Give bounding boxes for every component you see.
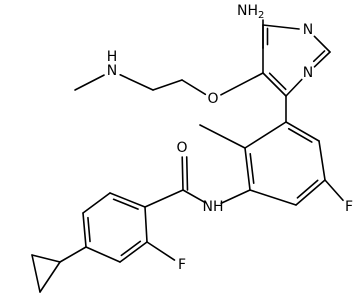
bond-Cb-N2: [119, 73, 154, 91]
fluoro-right-label: F: [345, 199, 353, 215]
amine-n-label: N: [107, 63, 117, 79]
amide-nh-label: NH: [203, 199, 224, 215]
ether-o-label: O: [207, 91, 218, 107]
bond-pyC4-pyC5: [262, 72, 287, 97]
amino-n: NH: [237, 3, 258, 19]
bond-Namide-Cc: [182, 189, 206, 204]
bond-r2-r3: [318, 140, 326, 181]
double-bond-pyC4-pyC5: [268, 72, 287, 91]
bond-N2-Me1: [74, 74, 105, 91]
bond-r6-r1: [244, 121, 287, 149]
bond-b5-b6: [119, 241, 148, 263]
double-bond-r3-r4: [296, 179, 319, 199]
bond-cp3-cp1: [39, 261, 61, 293]
carbonyl-o-label: O: [176, 140, 187, 156]
double-bond-Cc-Oc: [185, 156, 189, 191]
bond-r3-r4: [295, 179, 326, 206]
amine-h-label: H: [107, 49, 118, 65]
pyrimidine-n1-label: N: [303, 22, 313, 38]
bond-pyC5-O1: [220, 72, 264, 96]
amino-subscript: 2: [258, 10, 264, 21]
bond-r3-Fr: [324, 179, 344, 202]
bond-r1-r2: [285, 121, 320, 142]
pyrimidine-n3-label: N: [303, 65, 313, 81]
amino-label: NH2: [237, 3, 264, 21]
double-bond-b3-b4: [87, 216, 91, 243]
bond-b6-b1: [144, 206, 148, 243]
bond-b3-b4: [82, 212, 87, 248]
bond-pyN1-pyB: [313, 35, 331, 53]
bond-b6-Fl: [146, 241, 176, 261]
bond-b2-b3: [82, 192, 111, 214]
bond-pyN3-pyC4: [285, 78, 303, 97]
bonds: [31, 19, 344, 293]
bond-pyA-pyN1: [262, 24, 300, 30]
double-bond-b1-b2: [112, 198, 139, 210]
bond-Ca-Cb: [152, 79, 183, 91]
bond-b4-b5: [85, 246, 121, 263]
bond-r6-Me2: [199, 124, 246, 149]
fluoro-lower-label: F: [178, 257, 186, 273]
bond-Cc-b1: [144, 189, 184, 208]
bond-r5-r6: [244, 147, 251, 191]
double-bond-r1-r2: [287, 127, 313, 143]
bond-r5-Namide: [220, 189, 251, 205]
bond-cp2-cp3: [31, 254, 41, 293]
bond-O1-Ca: [181, 79, 207, 96]
bond-cp1-cp2: [31, 254, 61, 263]
double-bond-b5-b6: [120, 240, 142, 257]
bond-r4-r5: [249, 189, 297, 206]
double-bond-r5-r6: [249, 152, 255, 184]
bond-pyB-pyN3: [313, 51, 331, 68]
bond-b4-cp1: [59, 246, 87, 263]
bond-b1-b2: [109, 192, 146, 208]
bond-Cc-Oc: [181, 156, 184, 191]
double-bond-pyB-pyN3: [312, 50, 326, 63]
